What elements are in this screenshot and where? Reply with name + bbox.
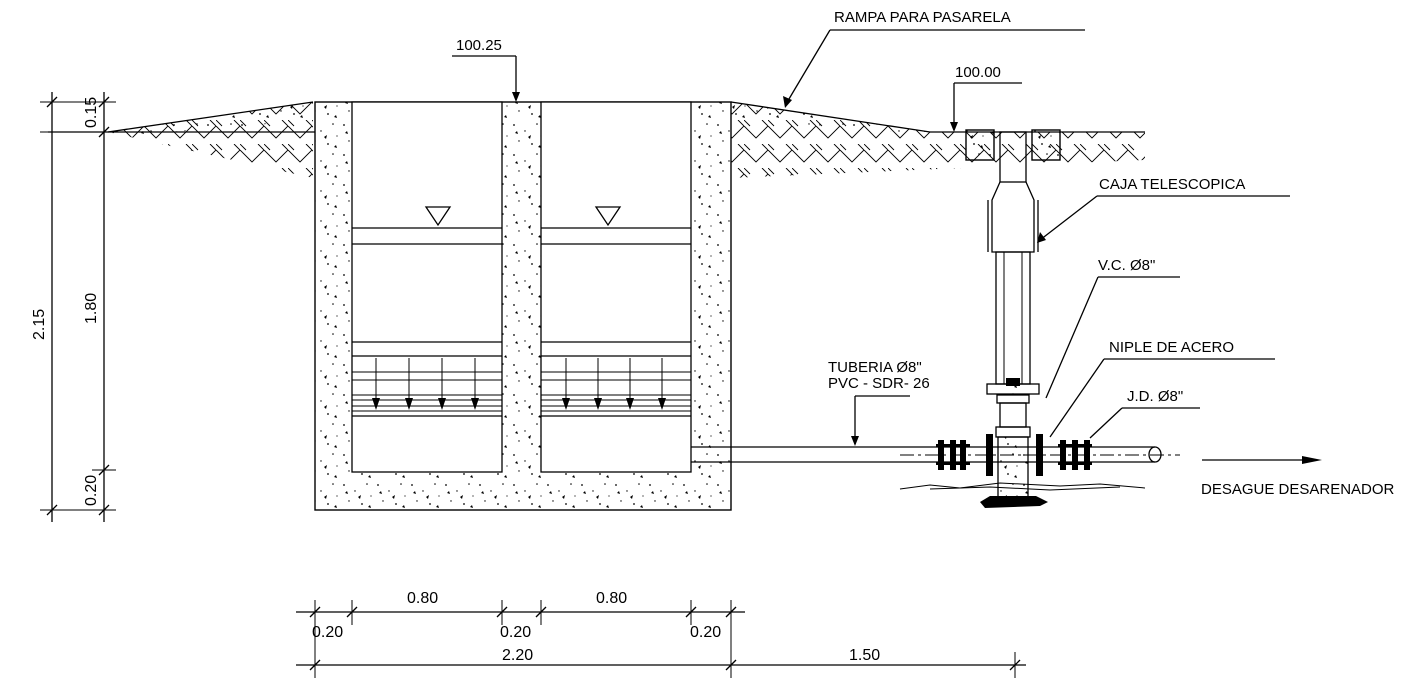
horizontal-dimensions xyxy=(296,600,1026,678)
leader-lines xyxy=(452,29,1322,464)
gate-valve xyxy=(980,394,1048,508)
dim-180: 1.80 xyxy=(83,293,100,324)
dim-wall-mid: 0.20 xyxy=(500,624,531,641)
vertical-dimensions xyxy=(40,92,116,522)
water-level-symbol xyxy=(424,206,622,227)
dim-215: 2.15 xyxy=(31,309,48,340)
couplings xyxy=(936,434,1092,476)
label-junta-dresser: J.D. Ø8" xyxy=(1127,388,1183,405)
label-level-right: 100.00 xyxy=(955,64,1001,81)
label-valvula-compuerta: V.C. Ø8" xyxy=(1098,257,1155,274)
dim-wall-left: 0.20 xyxy=(312,624,343,641)
telescopic-box xyxy=(965,129,1061,395)
ground-right xyxy=(730,101,1145,178)
ground-base-line xyxy=(899,482,1146,491)
dim-wall-right: 0.20 xyxy=(690,624,721,641)
desarenador-structure xyxy=(314,101,732,511)
label-tuberia-2: PVC - SDR- 26 xyxy=(828,375,930,392)
dim-total-220: 2.20 xyxy=(502,647,533,664)
label-caja-telescopica: CAJA TELESCOPICA xyxy=(1099,176,1245,193)
settling-arrows xyxy=(372,358,666,410)
label-niple-acero: NIPLE DE ACERO xyxy=(1109,339,1234,356)
label-level-left: 100.25 xyxy=(456,37,502,54)
chamber-2 xyxy=(540,101,692,473)
label-tuberia-1: TUBERIA Ø8" xyxy=(828,359,922,376)
dim-020-vertical: 0.20 xyxy=(83,475,100,506)
dim-chamber-2: 0.80 xyxy=(596,590,627,607)
chamber-1 xyxy=(351,101,503,473)
dim-extra-150: 1.50 xyxy=(849,647,880,664)
label-rampa: RAMPA PARA PASARELA xyxy=(834,9,1011,26)
dim-chamber-1: 0.80 xyxy=(407,590,438,607)
label-desague: DESAGUE DESARENADOR xyxy=(1201,481,1395,498)
dim-015: 0.15 xyxy=(83,97,100,128)
